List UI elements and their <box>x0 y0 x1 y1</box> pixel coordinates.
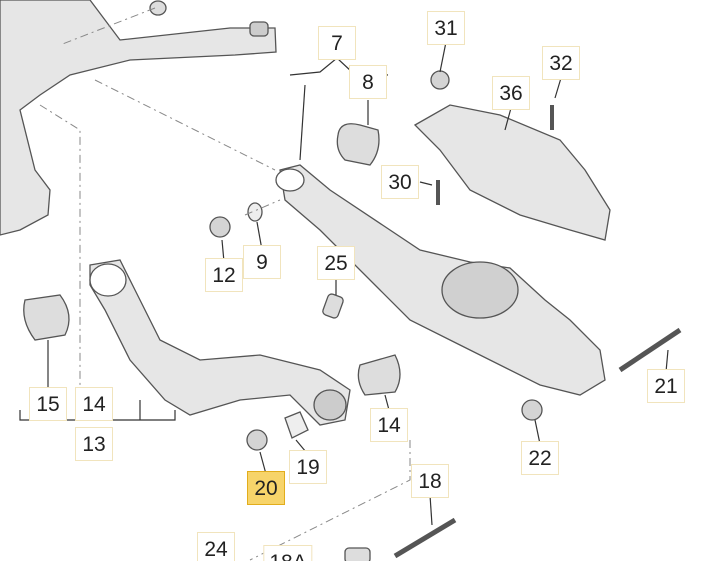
callout-32[interactable]: 32 <box>542 46 580 80</box>
callout-12[interactable]: 12 <box>205 258 243 292</box>
callout-20-highlighted[interactable]: 20 <box>247 471 285 505</box>
callout-14-left[interactable]: 14 <box>75 387 113 421</box>
nut-12 <box>209 216 231 238</box>
callout-18[interactable]: 18 <box>411 464 449 498</box>
spring-seat <box>441 261 519 319</box>
callout-22[interactable]: 22 <box>521 441 559 475</box>
bolt-21 <box>618 327 682 373</box>
callout-24[interactable]: 24 <box>197 532 235 561</box>
bushing-15 <box>23 294 70 341</box>
sleeve-25 <box>322 293 344 319</box>
callout-15[interactable]: 15 <box>29 387 67 421</box>
washer-top <box>149 0 167 16</box>
callout-7[interactable]: 7 <box>318 26 356 60</box>
callout-19[interactable]: 19 <box>289 450 327 484</box>
lower-control-arm <box>279 164 606 396</box>
callout-21[interactable]: 21 <box>647 369 685 403</box>
nut-31 <box>430 70 450 90</box>
bushing-8 <box>336 123 380 166</box>
bracket <box>413 104 611 241</box>
nut-20 <box>246 429 268 451</box>
alignment-lines <box>39 7 411 561</box>
bolt-18 <box>393 517 457 559</box>
subframe-bushing <box>249 21 269 37</box>
callout-9[interactable]: 9 <box>243 245 281 279</box>
clip-19 <box>284 411 309 439</box>
callout-18a[interactable]: 18A <box>263 545 313 561</box>
washer-9 <box>247 202 263 222</box>
upper-control-arm <box>89 259 351 426</box>
subframe <box>0 0 277 236</box>
callout-8[interactable]: 8 <box>349 65 387 99</box>
callout-36[interactable]: 36 <box>492 76 530 110</box>
callout-31[interactable]: 31 <box>427 11 465 45</box>
nut-22 <box>521 399 543 421</box>
bushing-14 <box>357 354 401 396</box>
callout-25[interactable]: 25 <box>317 246 355 280</box>
callout-13[interactable]: 13 <box>75 427 113 461</box>
callout-30[interactable]: 30 <box>381 165 419 199</box>
callout-14-right[interactable]: 14 <box>370 408 408 442</box>
